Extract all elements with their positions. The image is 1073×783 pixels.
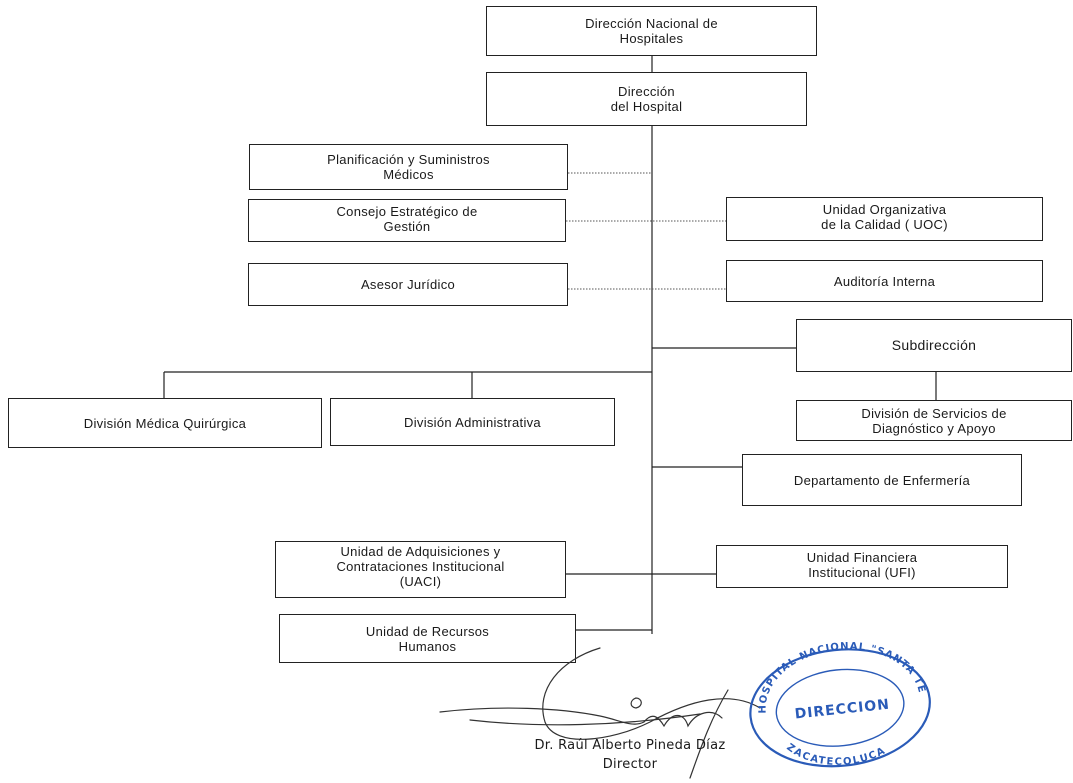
box-recursos-humanos-label: Unidad de Recursos Humanos xyxy=(365,623,490,654)
box-planificacion-label: Planificación y Suministros Médicos xyxy=(327,152,490,182)
box-subdireccion-label: Subdirección xyxy=(891,337,977,353)
box-asesor-juridico: Asesor Jurídico xyxy=(248,263,568,306)
box-uaci: Unidad de Adquisiciones y Contrataciones… xyxy=(275,541,566,598)
box-recursos-humanos: Unidad de Recursos Humanos xyxy=(279,614,576,663)
box-unidad-calidad: Unidad Organizativa de la Calidad ( UOC) xyxy=(726,197,1043,241)
box-division-medica-label: División Médica Quirúrgica xyxy=(83,415,247,431)
box-uaci-label: Unidad de Adquisiciones y Contrataciones… xyxy=(336,544,505,589)
box-subdireccion: Subdirección xyxy=(796,319,1072,372)
box-departamento-enfermeria: Departamento de Enfermería xyxy=(742,454,1022,506)
box-division-administrativa: División Administrativa xyxy=(330,398,615,446)
box-consejo-estrategico-label: Consejo Estratégico de Gestión xyxy=(336,204,478,234)
box-consejo-estrategico: Consejo Estratégico de Gestión xyxy=(248,199,566,242)
box-auditoria-interna-label: Auditoría Interna xyxy=(833,273,936,289)
signatory-name: Dr. Raúl Alberto Pineda Díaz xyxy=(534,738,726,753)
box-direccion-hospital: Dirección del Hospital xyxy=(486,72,807,126)
box-division-medica: División Médica Quirúrgica xyxy=(8,398,322,448)
box-division-administrativa-label: División Administrativa xyxy=(404,414,541,430)
box-direccion-nacional-label: Dirección Nacional de Hospitales xyxy=(585,16,718,46)
box-ufi: Unidad Financiera Institucional (UFI) xyxy=(716,545,1008,588)
box-ufi-label: Unidad Financiera Institucional (UFI) xyxy=(806,550,918,580)
box-direccion-hospital-label: Dirección del Hospital xyxy=(610,84,683,114)
box-asesor-juridico-label: Asesor Jurídico xyxy=(360,277,456,292)
box-direccion-nacional: Dirección Nacional de Hospitales xyxy=(486,6,817,56)
box-departamento-enfermeria-label: Departamento de Enfermería xyxy=(793,472,971,488)
stamp-center-text: DIRECCION xyxy=(794,697,891,723)
signatory-title: Director xyxy=(602,757,658,772)
box-unidad-calidad-label: Unidad Organizativa de la Calidad ( UOC) xyxy=(821,202,948,232)
box-division-diagnostico-label: División de Servicios de Diagnóstico y A… xyxy=(861,405,1007,436)
box-planificacion: Planificación y Suministros Médicos xyxy=(249,144,568,190)
hospital-seal-stamp: HOSPITAL NACIONAL "SANTA TERESA" DIRECCI… xyxy=(738,642,931,772)
box-division-diagnostico: División de Servicios de Diagnóstico y A… xyxy=(796,400,1072,441)
box-auditoria-interna: Auditoría Interna xyxy=(726,260,1043,302)
